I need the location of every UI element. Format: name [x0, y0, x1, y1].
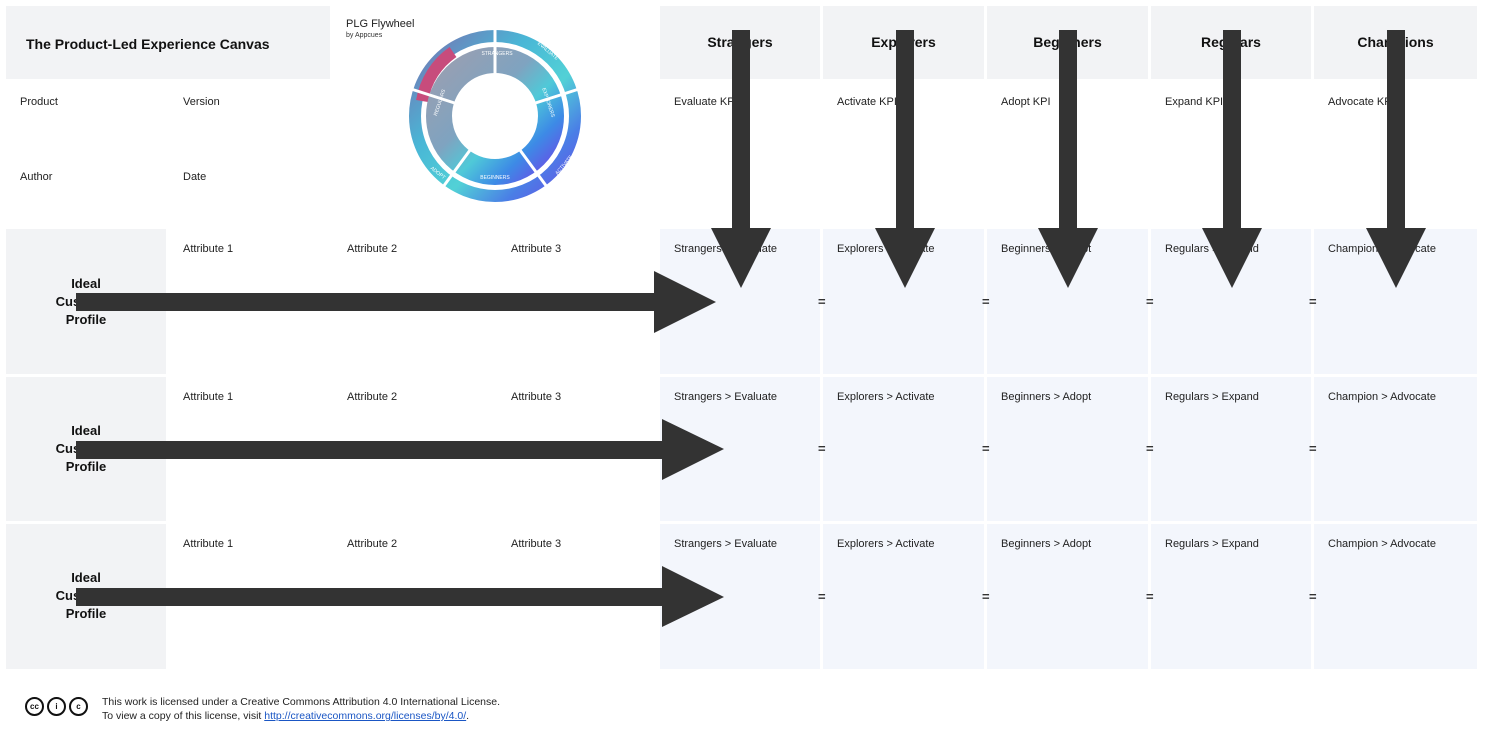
flywheel-graphic: STRANGERS EXPLORERS BEGINNERS REGULARS E… — [409, 28, 581, 202]
kpi-label: Adopt KPI — [1001, 96, 1051, 108]
equals-sign: = — [982, 589, 990, 604]
attribute-label: Attribute 1 — [183, 538, 234, 550]
flywheel-cell: PLG Flywheel by Appcues — [333, 6, 657, 226]
canvas-title-cell: The Product-Led Experience Canvas — [6, 6, 330, 79]
transition-label: Explorers > Activate — [837, 538, 935, 550]
attribute-label: Attribute 3 — [511, 391, 562, 403]
flywheel-label-beginners: BEGINNERS — [480, 175, 510, 181]
flywheel-label-strangers: STRANGERS — [481, 51, 513, 57]
equals-sign: = — [1146, 589, 1154, 604]
transition-cell[interactable]: Champion > Advocate — [1314, 524, 1477, 669]
down-arrow-explorers — [875, 30, 935, 288]
version-field[interactable]: Version — [169, 82, 330, 154]
transition-label: Beginners > Adopt — [1001, 538, 1092, 550]
transition-label: Champion > Advocate — [1328, 391, 1436, 403]
attribute-label: Attribute 3 — [511, 538, 562, 550]
down-arrow-champions — [1366, 30, 1426, 288]
author-field[interactable]: Author — [6, 157, 166, 226]
transition-cell[interactable]: Regulars > Expand — [1151, 377, 1311, 521]
attribute-label: Attribute 2 — [347, 538, 398, 550]
transition-label: Champion > Advocate — [1328, 538, 1436, 550]
equals-sign: = — [1309, 589, 1317, 604]
equals-sign: = — [1309, 294, 1317, 309]
transition-label: Regulars > Expand — [1165, 538, 1259, 550]
transition-label: Strangers > Evaluate — [674, 391, 778, 403]
down-arrow-regulars — [1202, 30, 1262, 288]
equals-sign: = — [982, 294, 990, 309]
flywheel-subtitle: by Appcues — [346, 32, 383, 39]
creative-commons-icon: cc — [25, 697, 44, 716]
attribute-label: Attribute 2 — [347, 243, 398, 255]
license-line-1: This work is licensed under a Creative C… — [102, 696, 501, 708]
transition-cell[interactable]: Regulars > Expand — [1151, 524, 1311, 669]
transition-cell[interactable]: Explorers > Activate — [823, 524, 984, 669]
transition-cell[interactable]: Champion > Advocate — [1314, 377, 1477, 521]
down-arrow-strangers — [711, 30, 771, 288]
kpi-label: Activate KPI — [837, 96, 897, 108]
author-label: Author — [20, 171, 53, 183]
down-arrow-beginners — [1038, 30, 1098, 288]
date-label: Date — [183, 171, 207, 183]
equals-sign: = — [1309, 441, 1317, 456]
attribute-label: Attribute 2 — [347, 391, 398, 403]
transition-label: Strangers > Evaluate — [674, 538, 778, 550]
attribute-label: Attribute 3 — [511, 243, 562, 255]
canvas-title: The Product-Led Experience Canvas — [26, 36, 270, 52]
license-footer — [6, 672, 1477, 743]
equals-sign: = — [818, 589, 826, 604]
kpi-label: Advocate KPI — [1328, 96, 1395, 108]
equals-sign: = — [1146, 294, 1154, 309]
flywheel-center — [453, 74, 537, 158]
copyright-icon: c — [69, 697, 88, 716]
equals-sign: = — [818, 294, 826, 309]
flywheel-advocate-arc — [416, 47, 457, 103]
equals-sign: = — [818, 441, 826, 456]
transition-label: Regulars > Expand — [1165, 391, 1259, 403]
kpi-label: Evaluate KPI — [674, 96, 738, 108]
flywheel-title: PLG Flywheel — [346, 18, 415, 30]
license-link[interactable]: http://creativecommons.org/licenses/by/4… — [264, 710, 467, 722]
product-label: Product — [20, 96, 58, 108]
kpi-label: Expand KPI — [1165, 96, 1224, 108]
license-line-2: To view a copy of this license, visit ht… — [102, 710, 470, 722]
attribute-label: Attribute 1 — [183, 243, 234, 255]
equals-sign: = — [1146, 441, 1154, 456]
version-label: Version — [183, 96, 220, 108]
right-arrow-row-2 — [76, 419, 724, 480]
transition-label: Explorers > Activate — [837, 391, 935, 403]
transition-cell[interactable]: Beginners > Adopt — [987, 524, 1148, 669]
equals-sign: = — [982, 441, 990, 456]
product-field[interactable]: Product — [6, 82, 166, 154]
attribution-icon: i — [47, 697, 66, 716]
right-arrow-row-3 — [76, 566, 724, 627]
transition-cell[interactable]: Beginners > Adopt — [987, 377, 1148, 521]
attribute-label: Attribute 1 — [183, 391, 234, 403]
right-arrow-row-1 — [76, 271, 716, 333]
transition-label: Beginners > Adopt — [1001, 391, 1092, 403]
date-field[interactable]: Date — [169, 157, 330, 226]
transition-cell[interactable]: Explorers > Activate — [823, 377, 984, 521]
